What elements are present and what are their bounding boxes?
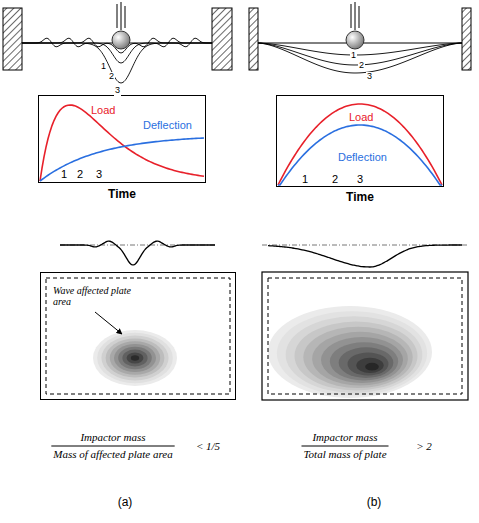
- mass-ratio: > 2: [416, 440, 432, 452]
- stage-number: 2: [108, 72, 115, 82]
- time-marker: 2: [77, 168, 83, 180]
- impactor-ball: [346, 31, 364, 49]
- stage-number: 1: [100, 62, 107, 72]
- plate-region: Wave affected plate area: [40, 272, 236, 400]
- plate-inner: [268, 278, 462, 394]
- stage-number: 3: [366, 72, 373, 82]
- curve-label: Load: [349, 111, 373, 123]
- leader-arrow: [95, 312, 122, 334]
- stage-number: 1: [350, 51, 357, 61]
- axis-label: Time: [108, 188, 136, 201]
- time-marker: 1: [61, 168, 67, 180]
- chart-frame: LoadDeflection 1 2 3: [276, 95, 444, 187]
- mass-ratio: Mass of affected plate area: [53, 448, 172, 460]
- mass-ratio: Impactor mass: [312, 431, 377, 443]
- time-marker: 2: [332, 173, 338, 185]
- wall: [462, 8, 471, 70]
- wave-rings: [93, 330, 177, 386]
- wave-rings: [268, 306, 432, 398]
- fraction-bar: [301, 446, 388, 447]
- curve-label: Deflection: [338, 151, 387, 163]
- mass-ratio: < 1/5: [196, 440, 220, 452]
- panel-label: (b): [367, 496, 382, 509]
- plate-outline: [262, 272, 468, 400]
- fraction-bar: [51, 446, 174, 447]
- deflection-profile: [60, 241, 462, 267]
- mass-ratio: Impactor mass: [80, 431, 145, 443]
- time-marker: 3: [357, 173, 363, 185]
- curve-label: Deflection: [143, 119, 192, 131]
- wall: [212, 8, 232, 70]
- wall: [249, 8, 258, 70]
- motion-lines: [117, 2, 359, 30]
- panel-label: (a): [118, 496, 133, 509]
- impactor-ball: [112, 31, 130, 49]
- stage-number: 2: [358, 61, 365, 71]
- time-marker: 3: [96, 168, 102, 180]
- axis-label: Time: [346, 191, 374, 204]
- stage-number: 3: [114, 86, 121, 96]
- chart-curves: [40, 104, 442, 185]
- region-label: Wave affected plate area: [53, 285, 133, 307]
- time-marker: 1: [302, 173, 308, 185]
- curve-label: Load: [91, 104, 115, 116]
- plate-inner: [46, 278, 230, 394]
- mass-ratio: Total mass of plate: [303, 448, 386, 460]
- wall: [3, 8, 22, 70]
- chart-frame: LoadDeflection 12 3: [38, 95, 206, 183]
